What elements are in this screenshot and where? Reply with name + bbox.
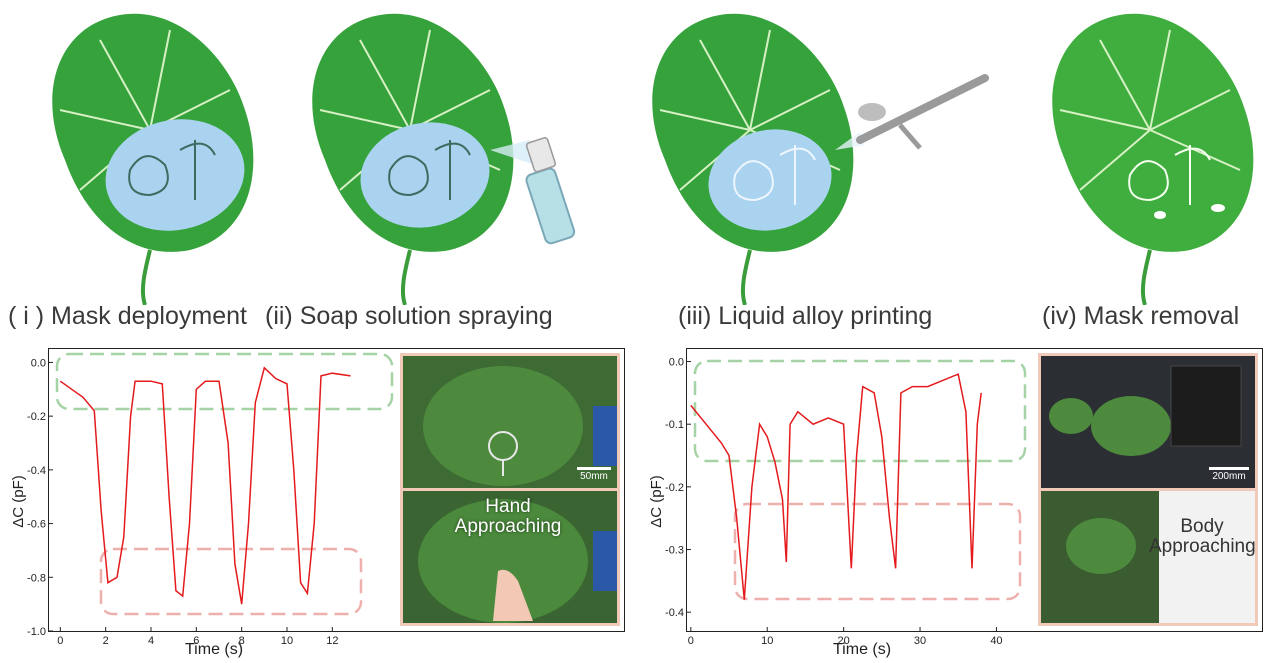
leaf-step-3-illustration: [620, 0, 989, 306]
x-tick-label: 4: [148, 635, 154, 647]
right-photo-body: Body Approaching: [1038, 488, 1258, 626]
y-tick-label: -0.3: [665, 545, 684, 557]
x-tick-label: 2: [103, 635, 109, 647]
capacitance-trace: [690, 373, 982, 600]
y-tick-label: -0.6: [27, 519, 46, 531]
left-capacitance-chart: 0 2 4 6 8 10 12 0.0 -0.2 -0.4 -0.6 -0.8 -1.0: [27, 352, 394, 647]
leaf-with-pattern-icon: [1052, 13, 1254, 306]
leaf-airbrush-icon: [652, 13, 989, 306]
x-tick-label: 10: [281, 635, 293, 647]
step-label-soap-spraying: (ii) Soap solution spraying: [265, 302, 553, 330]
step-label-mask-removal: (iv) Mask removal: [1042, 302, 1240, 330]
leaf-step-4-illustration: [1020, 0, 1267, 306]
right-y-axis-label: ΔC (pF): [647, 475, 665, 528]
right-panel: ΔC (pF) 0 10 20 30 40 0.0 -0.1 -0.2 -0.3 -0.4 200…: [638, 343, 1267, 663]
leaf-with-mask-icon: [52, 13, 254, 306]
step-label-mask-deployment: ( i ) Mask deployment: [8, 302, 247, 330]
leaf-step-1-illustration: [20, 0, 270, 306]
left-panel: ΔC (pF) 0 2 4 6 8 10 12 0.0 -0.2 -0.4 -0.6 -0.8 -1.0…: [0, 343, 630, 663]
right-x-axis-label: Time (s): [833, 641, 892, 658]
x-tick-label: 40: [990, 635, 1002, 647]
left-y-axis-label: ΔC (pF): [9, 475, 27, 528]
y-tick-label: -0.4: [665, 607, 684, 619]
y-tick-label: 0.0: [669, 357, 684, 369]
leaf-sensor-photo-icon: [403, 356, 617, 488]
y-tick-label: -1.0: [27, 626, 46, 638]
left-scale-label: 50mm: [580, 471, 608, 482]
x-tick-label: 12: [326, 635, 338, 647]
y-tick-label: -0.1: [665, 419, 684, 431]
left-x-axis-label: Time (s): [185, 641, 244, 658]
y-tick-label: -0.4: [27, 465, 46, 477]
plant-sensor-photo-icon: [1041, 356, 1255, 488]
left-scale-bar: 50mm: [577, 467, 611, 482]
right-scale-label: 200mm: [1212, 471, 1246, 482]
right-capacitance-chart: 0 10 20 30 40 0.0 -0.1 -0.2 -0.3 -0.4: [665, 357, 1027, 647]
right-photo-plant-top: 200mm: [1038, 353, 1258, 491]
body-approaching-photo-icon: [1041, 491, 1255, 623]
y-tick-label: -0.2: [665, 482, 684, 494]
leaf-spray-bottle-icon: [312, 13, 576, 306]
left-photo-leaf-top: 50mm: [400, 353, 620, 491]
x-tick-label: 10: [761, 635, 773, 647]
x-tick-label: 0: [688, 635, 694, 647]
green-dashed-box: [55, 352, 394, 411]
right-photo-caption: Body Approaching: [1149, 516, 1256, 557]
right-scale-bar: 200mm: [1209, 467, 1249, 482]
x-tick-label: 20: [838, 635, 850, 647]
capacitance-trace: [59, 366, 351, 605]
step-label-alloy-printing: (iii) Liquid alloy printing: [678, 302, 933, 330]
pink-dashed-box: [99, 547, 363, 616]
y-tick-label: -0.8: [27, 572, 46, 584]
left-photo-caption: Hand Approaching: [454, 496, 562, 537]
y-tick-label: 0.0: [31, 357, 46, 369]
y-tick-label: -0.2: [27, 411, 46, 423]
hand-approaching-photo-icon: [403, 491, 617, 623]
x-tick-label: 8: [239, 635, 245, 647]
x-tick-label: 6: [193, 635, 199, 647]
leaf-step-2-illustration: [280, 0, 576, 306]
left-photo-hand: Hand Approaching: [400, 488, 620, 626]
x-tick-label: 30: [914, 635, 926, 647]
x-tick-label: 0: [57, 635, 63, 647]
pink-dashed-box: [733, 502, 1022, 601]
